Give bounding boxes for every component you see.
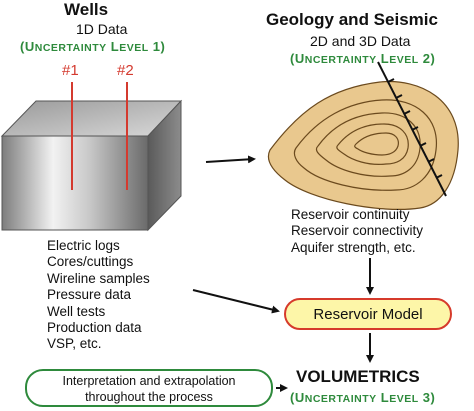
geology-subtitle: 2D and 3D Data [310, 33, 411, 49]
geology-note: Reservoir connectivity [291, 223, 424, 239]
interpretation-line: Interpretation and extrapolation [62, 374, 236, 388]
list-item: Electric logs [47, 238, 120, 253]
volumetrics-uncertainty: (UNCERTAINTY LEVEL 3) [290, 390, 436, 405]
reservoir-model-box: Reservoir Model [284, 298, 452, 330]
contour-map [267, 61, 459, 210]
reservoir-cube [0, 99, 183, 232]
list-item: Pressure data [47, 287, 132, 303]
contour-line [336, 123, 409, 165]
list-item: Production data [47, 320, 142, 336]
geology-uncertainty: (UNCERTAINTY LEVEL 2) [290, 51, 436, 66]
contour-line [354, 132, 399, 156]
contour-map-outline [267, 80, 459, 210]
arrow-list-to-model [192, 289, 280, 314]
fault-ticks [387, 78, 443, 179]
list-item: VSP, etc. [47, 336, 102, 352]
well-2-label: #2 [117, 62, 134, 79]
wells-uncertainty: (UNCERTAINTY LEVEL 1) [20, 39, 166, 54]
geology-note: Aquifer strength, etc. [291, 239, 416, 255]
list-item: Cores/cuttings [47, 254, 134, 270]
interpretation-box: Interpretation and extrapolation through… [25, 369, 273, 407]
contour-line [293, 99, 437, 191]
cube-side-face [147, 99, 182, 232]
volumetrics-title: VOLUMETRICS [296, 367, 420, 386]
geology-note: Reservoir continuity [291, 207, 410, 222]
well-data-list: Electric logs Cores/cuttings Wireline sa… [47, 238, 150, 353]
wells-subtitle: 1D Data [76, 21, 128, 37]
reservoir-model-label: Reservoir Model [313, 305, 423, 323]
arrow-wells-to-geology [205, 155, 256, 164]
list-item: Well tests [47, 303, 106, 319]
geology-title: Geology and Seismic [266, 10, 438, 29]
contour-line [315, 112, 421, 177]
interpretation-line: throughout the process [85, 390, 213, 404]
list-item: Wireline samples [47, 270, 150, 286]
geology-notes: Reservoir continuity Reservoir connectiv… [291, 207, 423, 256]
well-1-label: #1 [62, 62, 79, 79]
wells-title: Wells [64, 0, 109, 19]
